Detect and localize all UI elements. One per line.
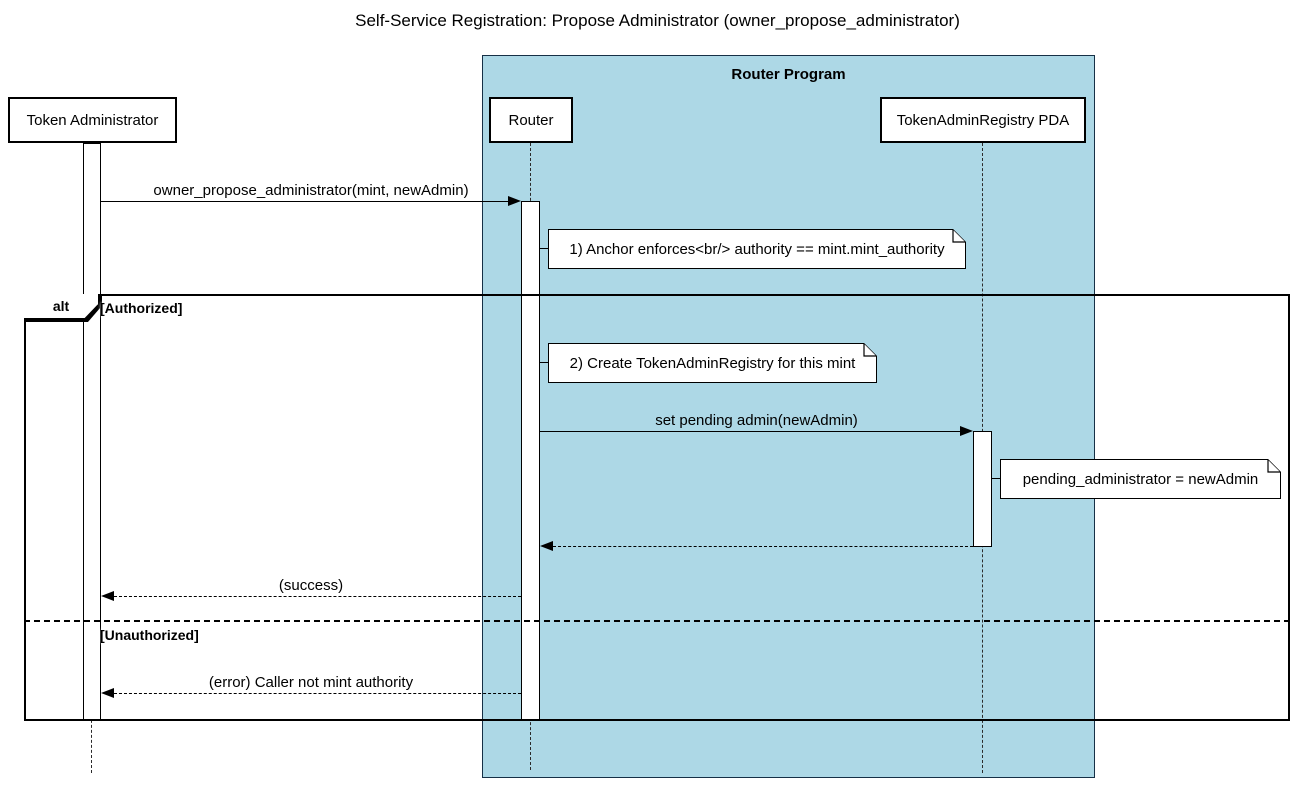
alt-divider — [24, 620, 1290, 622]
note-anchor-enforces-connector — [540, 248, 548, 249]
participant-token-administrator-label: Token Administrator — [26, 111, 159, 129]
message-success-line — [114, 596, 521, 597]
participant-router-label: Router — [508, 111, 554, 129]
diagram-title: Self-Service Registration: Propose Admin… — [355, 11, 960, 30]
participant-router: Router — [489, 97, 573, 143]
message-error-line — [114, 693, 521, 694]
arrowhead-right-icon — [508, 196, 521, 206]
note-fold-icon — [863, 343, 877, 357]
message-set-pending-line — [540, 431, 961, 432]
alt-branch-unauthorized-label: [Unauthorized] — [100, 627, 199, 643]
message-error-label: (error) Caller not mint authority — [208, 674, 414, 691]
arrowhead-right-icon — [960, 426, 973, 436]
group-router-program-label: Router Program — [731, 66, 846, 83]
alt-operator-label: alt — [24, 294, 98, 318]
note-fold-icon — [952, 229, 966, 243]
message-pda-return-line — [553, 546, 973, 547]
note-pending-admin-text: pending_administrator = newAdmin — [1001, 460, 1280, 498]
note-anchor-enforces: 1) Anchor enforces<br/> authority == min… — [548, 229, 966, 269]
note-create-registry: 2) Create TokenAdminRegistry for this mi… — [548, 343, 877, 383]
participant-token-administrator: Token Administrator — [8, 97, 177, 143]
alt-branch-authorized-label: [Authorized] — [100, 300, 183, 316]
arrowhead-left-icon — [101, 591, 114, 601]
message-success-label: (success) — [278, 577, 344, 594]
participant-registry-pda-label: TokenAdminRegistry PDA — [896, 111, 1070, 129]
arrowhead-left-icon — [540, 541, 553, 551]
arrowhead-left-icon — [101, 688, 114, 698]
participant-registry-pda: TokenAdminRegistry PDA — [880, 97, 1086, 143]
message-propose-label: owner_propose_administrator(mint, newAdm… — [153, 182, 469, 199]
note-anchor-enforces-text: 1) Anchor enforces<br/> authority == min… — [549, 230, 965, 268]
message-set-pending-label: set pending admin(newAdmin) — [655, 412, 858, 429]
note-pending-admin-connector — [992, 478, 1000, 479]
group-router-program — [482, 55, 1095, 778]
alt-operator-pentagon: alt — [24, 294, 102, 322]
note-create-registry-text: 2) Create TokenAdminRegistry for this mi… — [549, 344, 876, 382]
note-fold-icon — [1267, 459, 1281, 473]
note-pending-admin: pending_administrator = newAdmin — [1000, 459, 1281, 499]
message-propose-line — [101, 201, 509, 202]
activation-registry-pda — [973, 431, 992, 547]
note-create-registry-connector — [540, 362, 548, 363]
alt-frame — [24, 294, 1290, 721]
